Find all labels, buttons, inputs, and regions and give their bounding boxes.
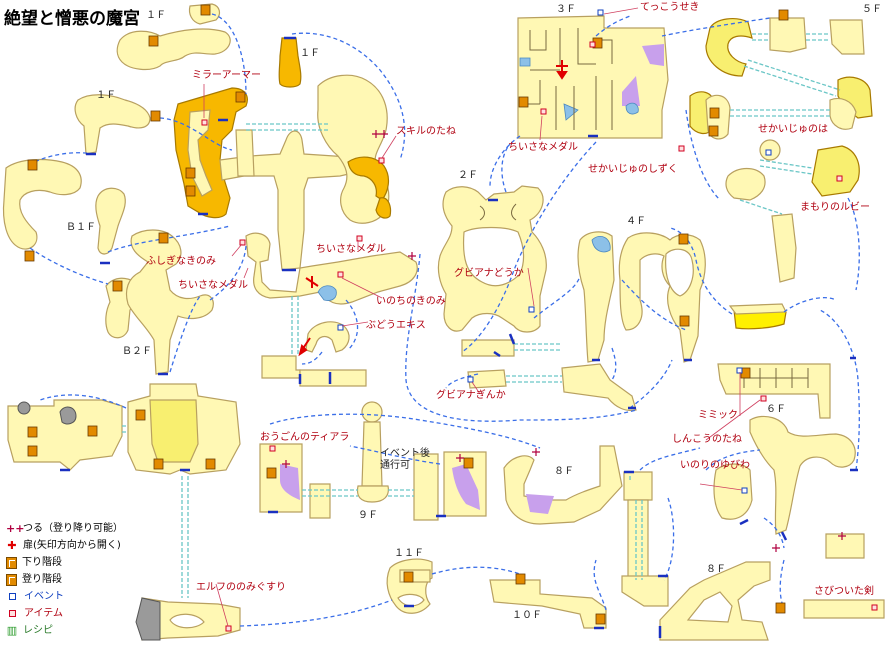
item-label-seed-of-life: いのちのきのみ — [376, 296, 446, 307]
stairs-up-icon — [6, 573, 17, 586]
floor-label-3f: ３Ｆ — [556, 4, 576, 15]
doors — [60, 36, 858, 638]
map-title: 絶望と憎悪の魔宮 — [4, 9, 140, 29]
leader-lines — [203, 7, 761, 627]
map-legend: ++ つる（登り降り可能） ✚ 扉(矢印方向から開く) 下り階段 登り階段 イベ… — [6, 520, 123, 639]
legend-door: ✚ 扉(矢印方向から開く) — [7, 538, 121, 552]
floor-label-1f-center: １Ｆ — [300, 48, 320, 59]
floor-label-1f-top: １Ｆ — [146, 10, 166, 21]
item-label-iron-ore: てっこうせき — [640, 2, 700, 13]
area-6f — [713, 303, 865, 559]
door-arrows — [298, 60, 568, 357]
item-label-gold-tiara: おうごんのティアラ — [260, 432, 350, 443]
legend-recipe: ▥ レシピ — [6, 623, 53, 637]
floor-label-2f: ２Ｆ — [458, 170, 478, 181]
floor-label-9f: ９Ｆ — [358, 510, 378, 521]
floor-label-8f-a: ８Ｆ — [554, 466, 574, 477]
area-3f — [517, 15, 669, 139]
vine-markers — [282, 130, 846, 552]
area-8f — [503, 445, 885, 641]
legend-stairs-down: 下り階段 — [6, 554, 123, 571]
floor-label-b1f: Ｂ１Ｆ — [66, 222, 96, 233]
item-label-prayer-ring: いのりのゆびわ — [680, 460, 750, 471]
legend-event: イベント — [6, 588, 123, 605]
area-5f — [689, 17, 873, 283]
legend-stairs-up: 登り階段 — [6, 571, 123, 588]
item-label-world-tree-dew: せかいじゅのしずく — [588, 164, 678, 175]
floor-label-b2f: Ｂ２Ｆ — [122, 346, 152, 357]
item-label-mirror-armor: ミラーアーマー — [192, 70, 261, 81]
item-label-world-tree-leaf: せかいじゅのは — [758, 124, 828, 135]
item-label-guard-ruby: まもりのルビー — [800, 202, 870, 213]
item-label-small-medal-1: ちいさなメダル — [178, 280, 248, 291]
floor-label-1f-left: １Ｆ — [96, 90, 116, 101]
route-lines — [29, 13, 860, 627]
area-center-bottom — [259, 401, 607, 629]
item-label-miracle-seed: しんこうのたね — [672, 434, 742, 445]
item-label-small-medal-3: ちいさなメダル — [508, 142, 578, 153]
stairs-markers — [24, 4, 789, 625]
floor-label-5f: ５Ｆ — [862, 4, 882, 15]
item-dots — [201, 41, 878, 632]
item-label-grape-extract: ぶどうエキス — [366, 320, 426, 331]
event-label-passable: 通行可 — [380, 460, 410, 471]
vine-icon: ++ — [6, 521, 25, 535]
event-dots — [337, 9, 772, 494]
event-label-event-after: イベント後 — [380, 448, 430, 459]
legend-vine: ++ つる（登り降り可能） — [6, 521, 123, 535]
floor-label-11f: １１Ｆ — [394, 548, 424, 559]
item-label-elf-water: エルフののみぐすり — [196, 582, 286, 593]
item-label-skill-seed: スキルのたね — [396, 126, 456, 137]
area-1f-left — [2, 3, 248, 375]
item-dot-icon — [9, 610, 16, 617]
area-1f-center — [219, 37, 418, 387]
item-label-small-medal-2: ちいさなメダル — [316, 244, 386, 255]
legend-item: アイテム — [6, 605, 123, 622]
door-arrow-icon: ✚ — [7, 538, 17, 552]
item-label-gubiana-cup: グビアナどうか — [454, 268, 524, 279]
floor-label-10f: １０Ｆ — [512, 610, 542, 621]
item-label-gubiana-silver: グビアナぎんか — [436, 390, 506, 401]
stairs-down-icon — [6, 556, 17, 569]
floor-label-4f: ４Ｆ — [626, 216, 646, 227]
item-label-rusty-sword: さびついた剣 — [814, 586, 874, 597]
recipe-book-icon: ▥ — [6, 623, 18, 637]
event-dot-icon — [9, 593, 16, 600]
floor-label-6f: ６Ｆ — [766, 404, 786, 415]
area-2f — [437, 185, 547, 389]
floor-label-8f-b: ８Ｆ — [706, 564, 726, 575]
item-label-mystery-nut: ふしぎなきのみ — [146, 256, 216, 267]
event-label-mimic: ミミック — [698, 410, 738, 421]
corridors — [122, 33, 841, 598]
